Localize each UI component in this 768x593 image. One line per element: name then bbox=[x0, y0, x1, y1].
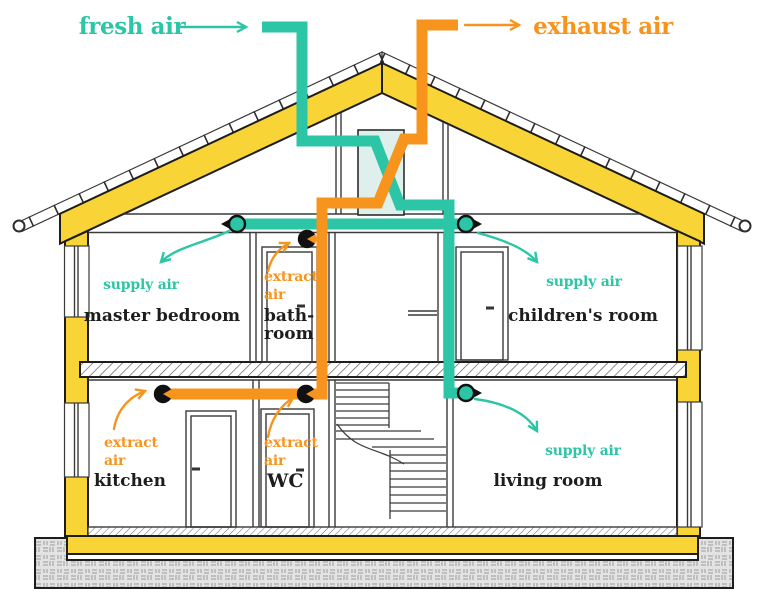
room-label-living-room: living room bbox=[493, 471, 602, 491]
door-kitchen bbox=[185, 410, 237, 528]
window-master-bedroom bbox=[63, 245, 90, 318]
door-childrens-room bbox=[455, 246, 509, 361]
room-label-bathroom-2: room bbox=[264, 324, 314, 344]
extract-valve-wc bbox=[296, 384, 316, 404]
shingle-ticks-right bbox=[379, 52, 745, 231]
ground-floor-insulation bbox=[66, 535, 699, 555]
flow-label-supply-living: supply air bbox=[545, 443, 622, 459]
supply-air-arrow-master-bedroom bbox=[161, 229, 231, 262]
floor-structure bbox=[34, 113, 734, 589]
flow-label-extract-kitchen-2: air bbox=[104, 453, 126, 469]
room-label-kitchen: kitchen bbox=[94, 471, 166, 491]
supply-valve-living-room bbox=[456, 383, 482, 403]
foundation bbox=[34, 537, 734, 589]
flow-label-extract-bathroom-2: air bbox=[264, 287, 286, 303]
room-label-bathroom-1: bath- bbox=[264, 306, 314, 326]
extract-valve-bathroom bbox=[297, 229, 317, 249]
extract-air-arrow-bathroom bbox=[266, 243, 289, 273]
labels: fresh air exhaust air supply air supply … bbox=[79, 13, 675, 492]
middle-floor-slab bbox=[79, 361, 687, 378]
flow-label-supply-master: supply air bbox=[103, 277, 180, 293]
exhaust-air-duct bbox=[163, 19, 458, 400]
roof-insulation-left bbox=[59, 61, 383, 246]
window-childrens-room bbox=[676, 245, 703, 351]
walls bbox=[63, 229, 703, 541]
ground-floor-screed bbox=[87, 526, 678, 537]
window-living-room bbox=[676, 401, 703, 528]
shingle-ticks-left bbox=[19, 52, 385, 231]
window-kitchen bbox=[63, 402, 90, 478]
flow-label-supply-childrens: supply air bbox=[546, 274, 623, 290]
flow-label-extract-kitchen-1: extract bbox=[104, 435, 158, 451]
door-wc bbox=[260, 408, 315, 528]
partition-walls bbox=[249, 233, 454, 527]
room-label-childrens-room: children's room bbox=[508, 306, 658, 326]
gutter-icon-right bbox=[738, 219, 752, 233]
flow-label-extract-bathroom-1: extract bbox=[264, 269, 318, 285]
room-label-wc: WC bbox=[266, 470, 303, 492]
supply-air-arrow-childrens-room bbox=[476, 231, 537, 262]
supply-air-arrow-living-room bbox=[473, 397, 537, 431]
legend-exhaust-air: exhaust air bbox=[533, 13, 674, 40]
supply-valve-childrens-room bbox=[456, 214, 482, 234]
extract-ductwork bbox=[163, 19, 458, 400]
extract-valve-kitchen bbox=[153, 384, 173, 404]
staircase bbox=[336, 382, 446, 519]
flow-arrows bbox=[112, 25, 537, 439]
extract-air-arrow-wc bbox=[266, 398, 293, 439]
gutter-icon-left bbox=[12, 219, 26, 233]
flow-label-extract-wc-1: extract bbox=[264, 435, 318, 451]
extract-air-arrow-kitchen bbox=[112, 391, 145, 431]
room-label-master-bedroom: master bedroom bbox=[84, 306, 240, 326]
supply-valve-master-bedroom bbox=[221, 214, 247, 234]
legend-fresh-air: fresh air bbox=[79, 13, 187, 40]
roof-insulation-right bbox=[381, 61, 705, 246]
flow-label-extract-wc-2: air bbox=[264, 453, 286, 469]
